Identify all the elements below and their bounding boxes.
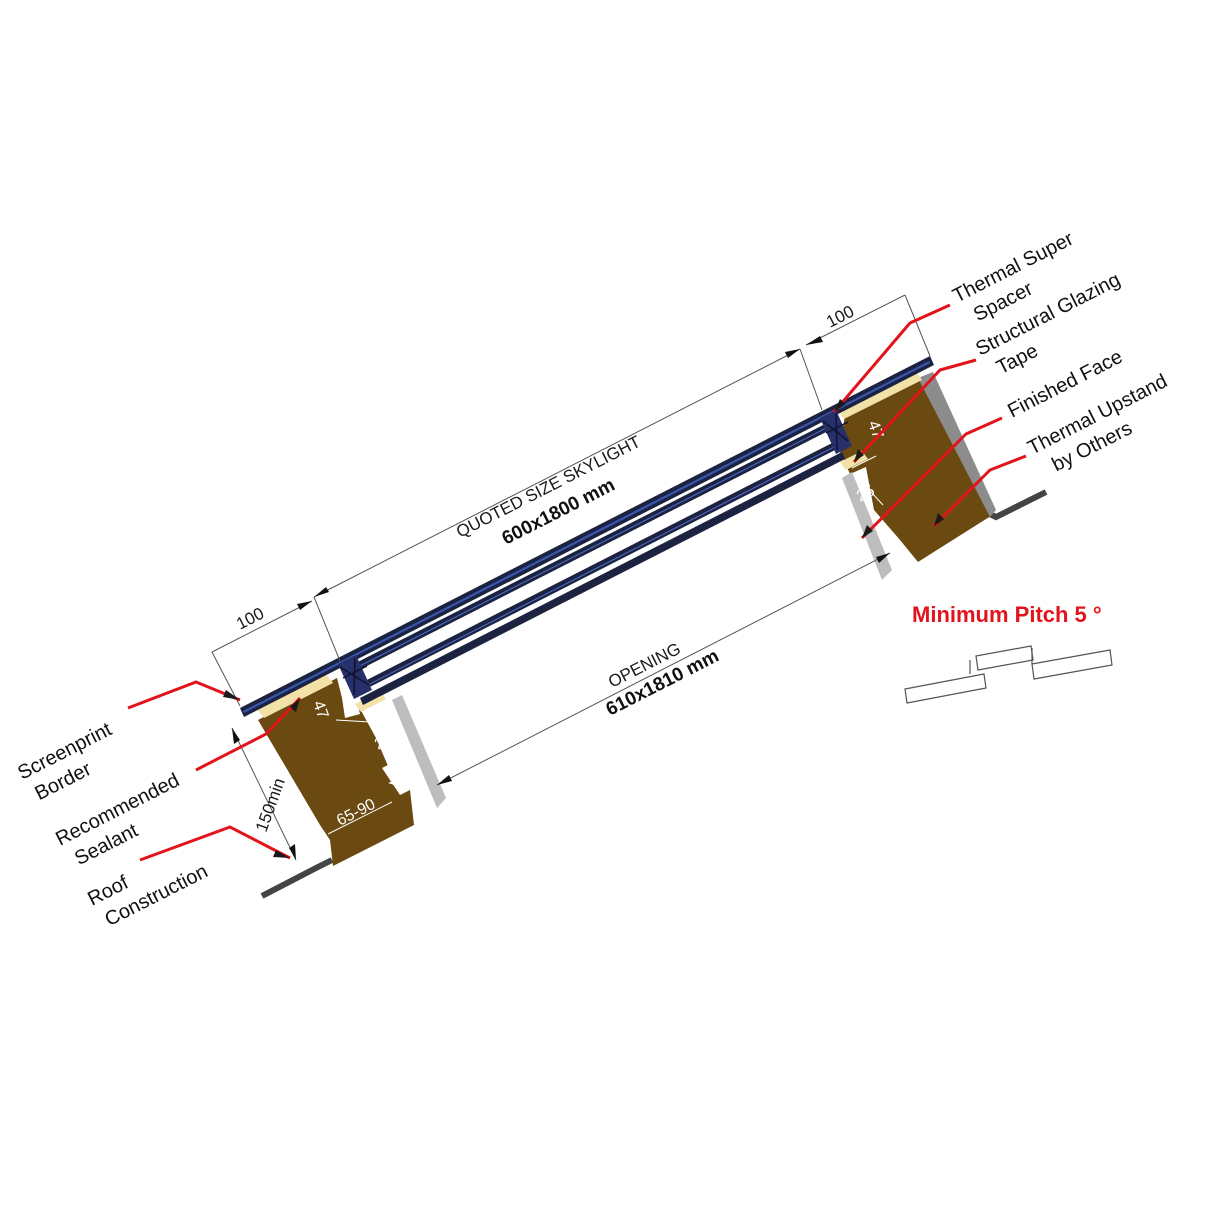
minimum-pitch-label: Minimum Pitch 5 ° — [912, 602, 1102, 627]
right-47-dim: 47 — [864, 419, 886, 442]
callout-arrowheads — [223, 399, 944, 858]
inner-glass-pane — [360, 452, 845, 705]
screenprint-border-label: Screenprint Border — [14, 716, 132, 808]
opening-dimension-line — [436, 552, 891, 786]
thermal-spacer-left — [338, 655, 372, 699]
glass-edge-line — [347, 423, 835, 673]
dimension-lines — [211, 294, 931, 861]
sealant-left — [256, 673, 333, 718]
sealant-right — [838, 371, 922, 419]
minimum-pitch-block: Minimum Pitch 5 ° — [904, 602, 1113, 704]
left-overhang-dim: 100 — [233, 604, 267, 634]
thermal-upstand-left — [258, 678, 414, 866]
150min-dim: 150min — [252, 775, 289, 834]
roof-construction-left — [260, 857, 334, 899]
skylight-assembly — [240, 356, 1048, 899]
upstand-notch-left — [382, 763, 410, 795]
roof-leader — [139, 825, 291, 862]
callout-leaders — [127, 303, 1027, 862]
sealant-leader — [195, 696, 302, 772]
right-25-dim: 25 — [854, 482, 878, 505]
quoted-size-dimension-line — [313, 348, 801, 598]
glazing-tape-leader — [852, 358, 977, 464]
finished-face-left — [392, 695, 446, 808]
thermal-upstand-right — [840, 378, 994, 562]
thermal-spacer-right — [820, 410, 852, 454]
upstand-leader — [932, 454, 1027, 528]
right-100-dimension-line — [805, 294, 906, 346]
middle-glass-pane-2 — [355, 441, 839, 693]
left-100-dimension-line — [211, 600, 313, 653]
left-47-dim: 47 — [309, 699, 331, 722]
spacer-leader — [832, 303, 951, 413]
outer-glass-highlight — [243, 361, 930, 713]
screenprint-leader — [127, 680, 241, 710]
right-overhang-dim: 100 — [823, 302, 857, 332]
pitch-icon — [904, 645, 1113, 704]
glass-edge-line-2 — [357, 444, 839, 691]
left-25-dim: 25 — [372, 730, 396, 753]
glazing-unit — [240, 356, 934, 717]
finished-face-leader — [860, 416, 1003, 540]
150min-dimension-line — [231, 727, 297, 861]
